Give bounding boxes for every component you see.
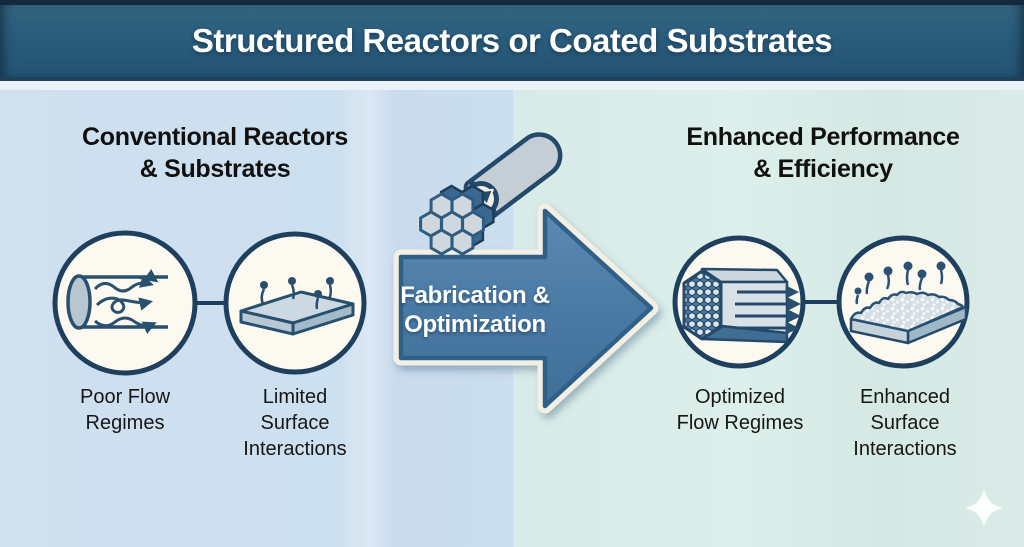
- highlight-strip: [0, 81, 1024, 90]
- caption-optimized-flow-regimes: Optimized Flow Regimes: [676, 386, 804, 434]
- title-banner: Structured Reactors or Coated Substrates: [0, 5, 1024, 77]
- monolith-flow-icon: [672, 235, 806, 369]
- turbulent-pipe-icon: [52, 230, 198, 376]
- caption-limited-surface-interactions: Limited Surface Interactions: [243, 386, 347, 460]
- honeycomb-monolith-front: [419, 192, 485, 256]
- flat-substrate-icon: [223, 231, 367, 375]
- sparkle-icon: [965, 489, 1003, 527]
- page-title: Structured Reactors or Coated Substrates: [191, 22, 833, 59]
- process-arrow-label: Fabrication & Optimization: [400, 282, 550, 338]
- caption-enhanced-surface-interactions: Enhanced Surface Interactions: [853, 386, 957, 460]
- monolith-into-tube-icon: [419, 132, 563, 256]
- right-section-heading: Enhanced Performance & Efficiency: [686, 122, 960, 183]
- coated-substrate-icon: [836, 235, 970, 369]
- fabrication-arrow: [393, 203, 659, 414]
- banner-underline: [0, 77, 1024, 81]
- top-edge-bar: [0, 0, 1024, 5]
- left-section-heading: Conventional Reactors & Substrates: [82, 122, 348, 183]
- caption-poor-flow-regimes: Poor Flow Regimes: [79, 386, 171, 434]
